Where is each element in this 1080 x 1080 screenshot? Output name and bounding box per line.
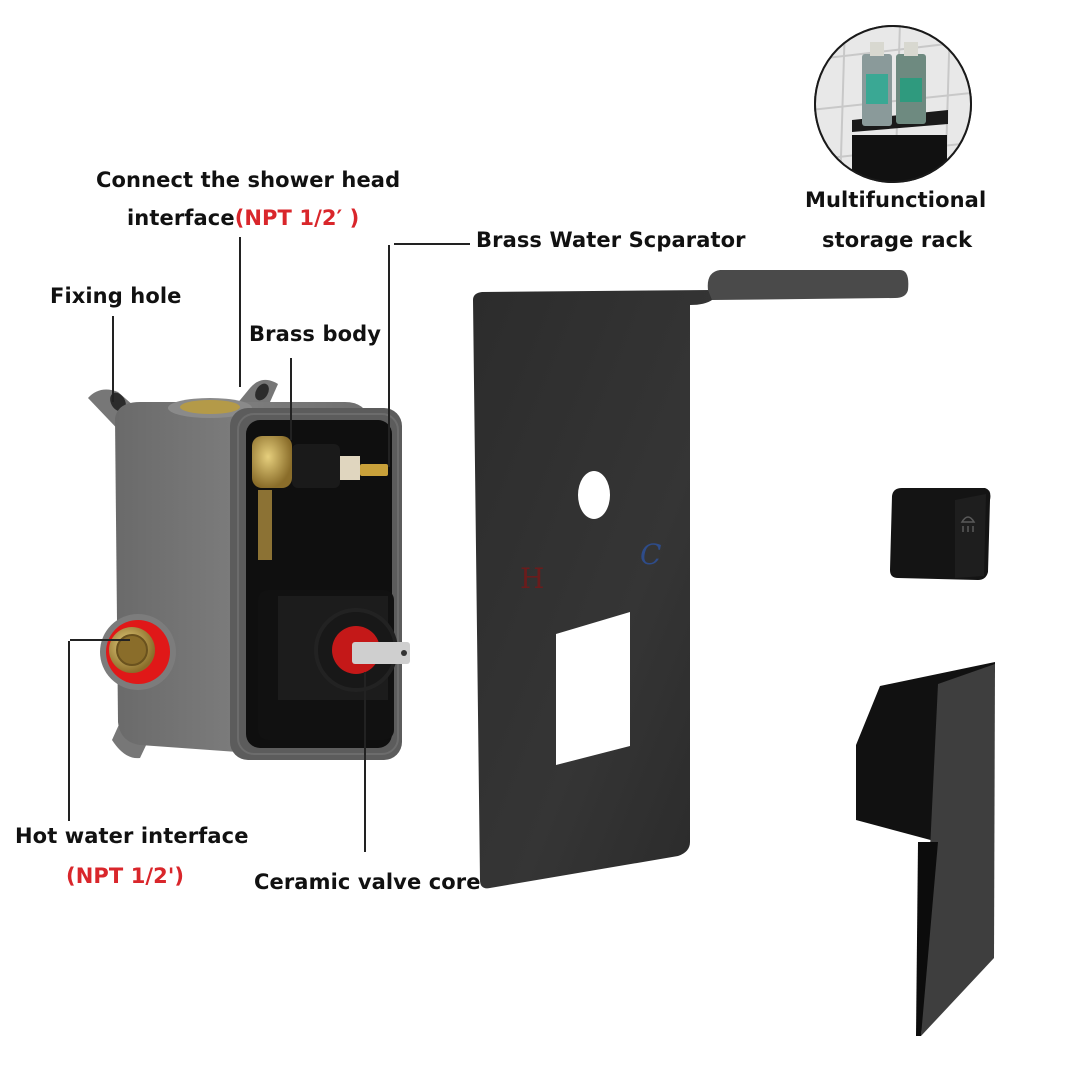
storage-rack-photo xyxy=(814,25,972,183)
hot-mark: H xyxy=(520,562,544,595)
label-shower-head-line2: interface(NPT 1/2′ ) xyxy=(127,206,359,230)
leader-ceramic xyxy=(364,672,366,852)
ceramic-valve-core-stem xyxy=(352,642,410,664)
leader-separator-h xyxy=(394,243,470,245)
spec-shower-head-npt: (NPT 1/2′ ) xyxy=(234,206,360,230)
label-hot-water-interface: Hot water interface xyxy=(15,824,249,848)
shower-icon xyxy=(960,516,976,532)
valve-body xyxy=(88,379,410,760)
spec-hot-water-npt: (NPT 1/2') xyxy=(66,864,185,888)
diverter-knob xyxy=(890,488,991,580)
label-storage-rack-line2: storage rack xyxy=(822,228,973,252)
label-brass-body: Brass body xyxy=(249,322,382,346)
leader-hot-water-h xyxy=(70,639,130,641)
brass-water-separator-stem xyxy=(360,464,388,476)
label-shower-head-interface: interface xyxy=(127,206,235,230)
leader-fixing-hole xyxy=(112,316,114,402)
label-storage-rack-line1: Multifunctional xyxy=(805,188,987,212)
leader-brass-body xyxy=(290,358,292,440)
leader-shower-head xyxy=(239,237,241,387)
label-shower-head-line1: Connect the shower head xyxy=(96,168,401,192)
trim-plate: H C xyxy=(473,270,909,889)
label-fixing-hole: Fixing hole xyxy=(50,284,182,308)
label-ceramic-valve-core: Ceramic valve core xyxy=(254,870,481,894)
storage-shelf-lip xyxy=(707,270,909,300)
leader-hot-water-v xyxy=(68,641,70,821)
leader-separator-v xyxy=(388,245,390,467)
lever-handle xyxy=(856,662,995,1036)
label-brass-water-separator: Brass Water Scparator xyxy=(476,228,746,252)
cold-mark: C xyxy=(640,538,661,571)
